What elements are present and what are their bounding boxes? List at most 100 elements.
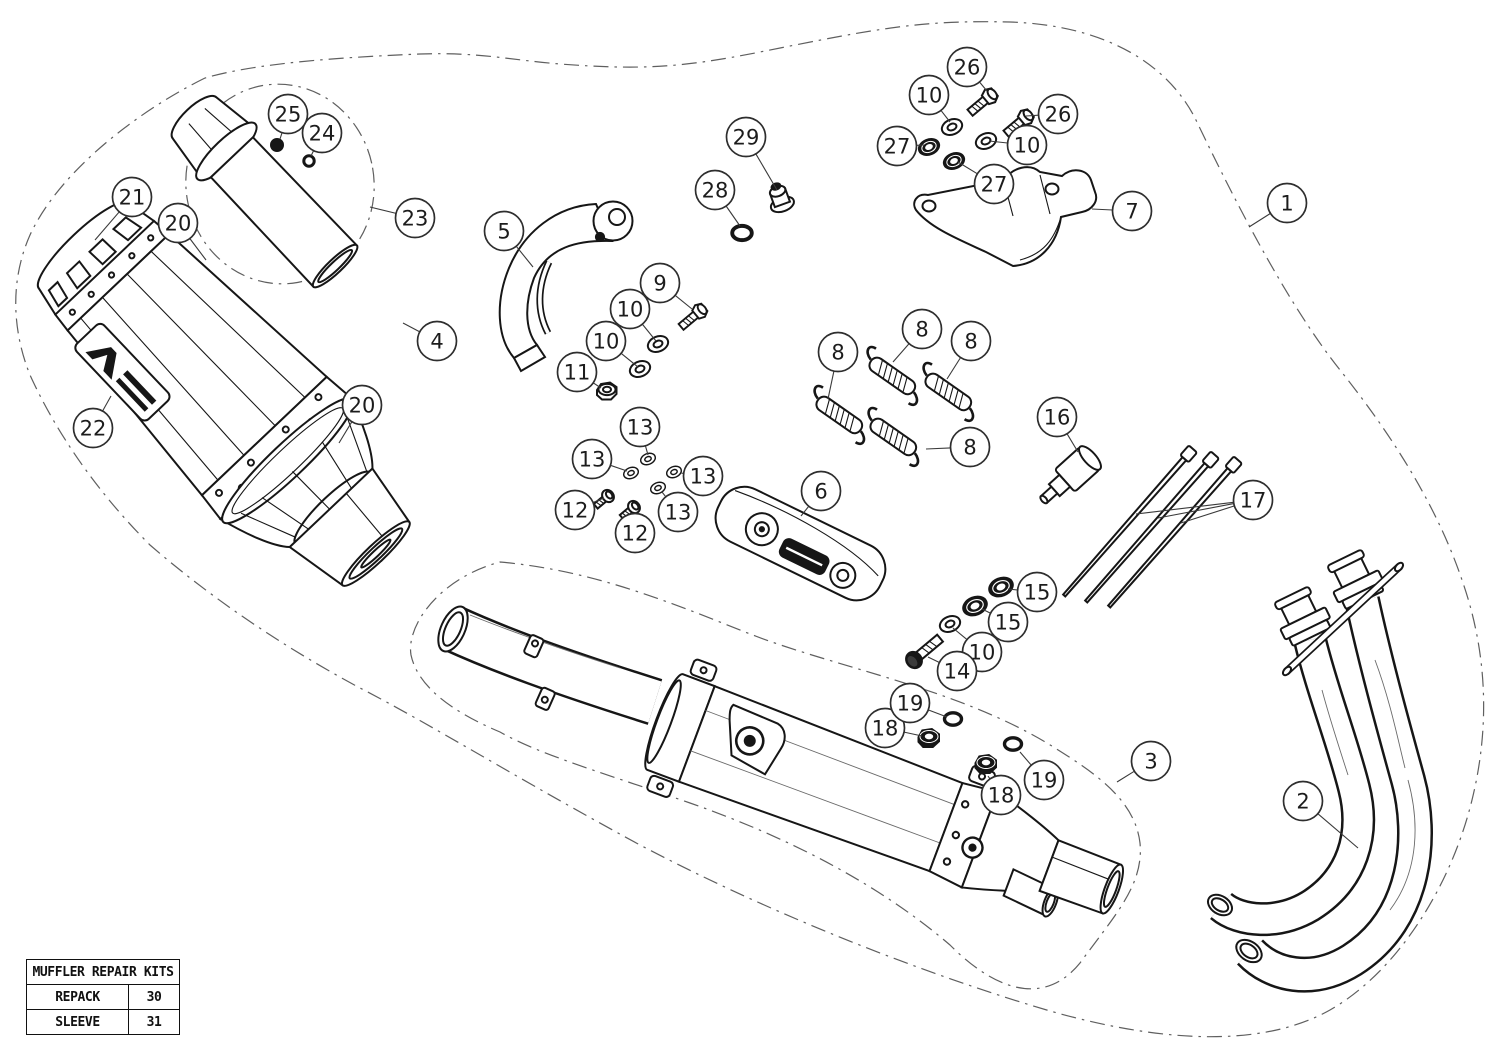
midpipe-link-art <box>437 605 663 725</box>
art-shape <box>1281 665 1293 677</box>
callout-number: 13 <box>579 448 606 472</box>
callout-circle <box>394 197 436 239</box>
art-shape <box>699 666 708 675</box>
callout-number: 21 <box>119 186 146 210</box>
callout-10: 10 <box>988 124 1048 166</box>
art-shape <box>1374 659 1406 769</box>
callout-circle <box>1232 479 1274 521</box>
repair-kits-table: MUFFLER REPAIR KITS REPACK 30 SLEEVE 31 <box>26 959 180 1035</box>
leader-line <box>279 132 283 140</box>
leader-line <box>515 245 534 268</box>
callout-9: 9 <box>639 262 693 310</box>
callout-number: 18 <box>872 717 899 741</box>
art-shape <box>1393 561 1405 573</box>
callout-22: 22 <box>72 395 114 449</box>
heat-shield-art <box>714 485 887 602</box>
leader-line <box>1248 212 1271 228</box>
art-shape <box>317 248 354 284</box>
plug-29 <box>768 182 795 214</box>
art-shape <box>1288 619 1332 647</box>
callout-circle <box>800 470 842 512</box>
callout-number: 14 <box>944 660 971 684</box>
callout-2: 2 <box>1282 780 1359 849</box>
callout-8: 8 <box>946 320 992 380</box>
bolt-26a <box>963 84 1002 120</box>
art-shape <box>1239 942 1259 960</box>
leader-line <box>952 627 968 641</box>
callout-circle <box>817 331 859 373</box>
leader-line <box>755 153 778 191</box>
callout-10: 10 <box>609 288 657 342</box>
washer-13c <box>664 463 684 481</box>
hardware-part <box>854 343 930 409</box>
callout-number: 7 <box>1125 200 1138 224</box>
callout-number: 4 <box>430 330 443 354</box>
callout-number: 8 <box>963 436 976 460</box>
art-shape <box>107 271 116 279</box>
leader-line <box>338 421 353 444</box>
callout-circle <box>341 384 383 426</box>
leader-line <box>189 238 207 261</box>
callout-number: 29 <box>733 126 760 150</box>
callout-13: 13 <box>657 491 699 533</box>
callout-circle <box>571 438 613 480</box>
art-shape <box>47 280 69 308</box>
art-shape <box>743 734 756 747</box>
callout-18: 18 <box>864 707 923 749</box>
silencer-art <box>36 200 411 587</box>
callout-number: 19 <box>897 692 924 716</box>
callout-3: 3 <box>1116 740 1172 783</box>
art-shape <box>281 425 290 434</box>
art-shape <box>360 538 392 569</box>
callout-circle <box>949 426 991 468</box>
callout-circle <box>72 407 114 449</box>
callout-circle <box>1023 759 1065 801</box>
callout-number: 11 <box>564 361 591 385</box>
art-shape <box>1078 445 1102 471</box>
callout-number: 8 <box>964 330 977 354</box>
callout-23: 23 <box>369 197 436 239</box>
callout-circle <box>554 489 596 531</box>
leader-line <box>592 382 602 389</box>
callout-number: 25 <box>275 103 302 127</box>
leader-line <box>800 505 810 517</box>
callout-number: 20 <box>165 212 192 236</box>
callout-15: 15 <box>1007 571 1058 613</box>
nut-11 <box>596 381 618 401</box>
center-muffler-art <box>644 658 1125 918</box>
table-row-value: 30 <box>128 984 180 1010</box>
callout-circle <box>725 116 767 158</box>
callout-number: 10 <box>916 84 943 108</box>
washer-10e <box>936 612 964 636</box>
table-row-value: 31 <box>128 1009 180 1035</box>
leader-line <box>674 294 693 310</box>
callout-number: 26 <box>1045 103 1072 127</box>
art-shape <box>1284 564 1402 674</box>
callout-circle <box>157 202 199 244</box>
leader-line <box>1317 813 1359 849</box>
plug-25 <box>270 138 284 152</box>
callout-circle <box>1111 190 1153 232</box>
leader-line <box>725 205 741 227</box>
callout-20: 20 <box>157 202 207 261</box>
callout-number: 10 <box>617 298 644 322</box>
callout-19: 19 <box>889 682 948 724</box>
leader-line <box>1116 770 1135 783</box>
leader-line <box>610 464 628 472</box>
callout-5: 5 <box>483 210 534 268</box>
washer-13d <box>648 479 668 497</box>
art-shape <box>534 686 556 711</box>
art-shape <box>1274 586 1312 611</box>
art-shape <box>1210 897 1230 913</box>
art-shape <box>147 234 155 242</box>
nut-18b <box>974 754 997 774</box>
art-shape <box>921 199 937 213</box>
callout-circle <box>980 774 1022 816</box>
callout-circle <box>876 125 918 167</box>
leader-line <box>892 343 910 363</box>
callout-circle <box>936 650 978 692</box>
callout-29: 29 <box>725 116 778 191</box>
leader-line <box>1066 433 1079 453</box>
hardware-part <box>855 404 931 470</box>
callout-14: 14 <box>927 650 978 692</box>
